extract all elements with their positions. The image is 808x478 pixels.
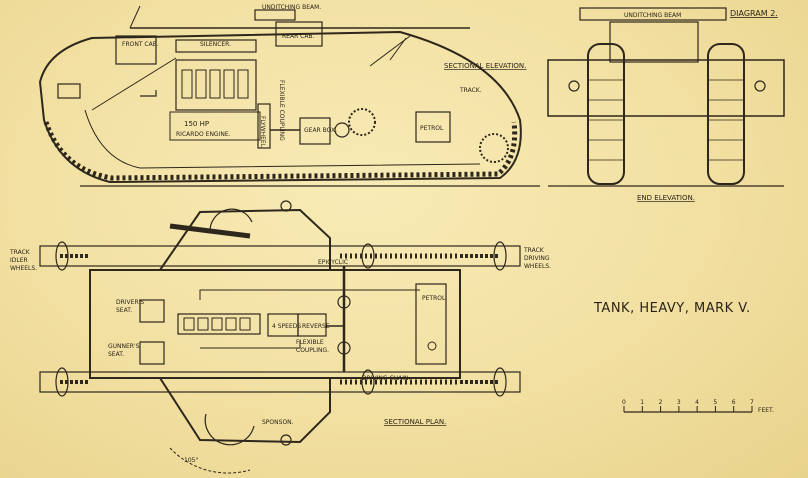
- label-rear-cab: REAR CAB.: [282, 33, 315, 40]
- label-flexible-coupling-vertical: FLEXIBLE COUPLING: [278, 80, 285, 141]
- label-sectional-elevation: SECTIONAL ELEVATION.: [444, 62, 526, 70]
- label-flexible-coupling-1: FLEXIBLE: [296, 339, 324, 346]
- lower-sponson: [158, 377, 331, 444]
- label-flexible-coupling-2: COUPLING.: [296, 347, 329, 354]
- hull-outline: [38, 30, 522, 184]
- scale-tick-label: 1: [640, 399, 644, 406]
- label-driving-chain: DRIVING CHAIN.: [362, 375, 411, 382]
- gunners-seat: [139, 341, 165, 365]
- plan-hull-body: [89, 269, 461, 379]
- label-ricardo-engine: RICARDO ENGINE.: [176, 131, 231, 138]
- front-cab: [115, 35, 157, 65]
- gear-wheel-large: [348, 108, 376, 136]
- plan-lower-track: [39, 371, 521, 393]
- label-drivers-seat-1: DRIVER'S: [116, 299, 144, 306]
- label-track: TRACK.: [459, 87, 482, 94]
- label-track-driving-2: DRIVING: [524, 255, 550, 262]
- end-hull-body: [547, 59, 785, 117]
- plan-petrol-tank: [415, 283, 447, 365]
- label-sponson: SPONSON.: [262, 419, 294, 426]
- label-gunners-seat-1: GUNNER'S: [108, 343, 140, 350]
- label-front-cab: FRONT CAB.: [122, 41, 159, 48]
- unditching-beam-block: [254, 9, 296, 21]
- end-elevation-view: UNDITCHING BEAM DIAGRAM 2. END ELEVATION…: [547, 7, 785, 202]
- scale-tick-label: 7: [750, 399, 754, 406]
- drawing-title: TANK, HEAVY, MARK V.: [593, 301, 751, 316]
- diagram-number: DIAGRAM 2.: [730, 9, 778, 18]
- label-track-idler-2: IDLER: [10, 257, 28, 264]
- plan-reverse-gear: [297, 313, 327, 337]
- front-idler: [57, 83, 81, 99]
- engine-base: [169, 111, 261, 141]
- gear-box: [299, 117, 331, 145]
- end-right-hatch: [754, 80, 766, 92]
- label-track-driving-3: WHEELS.: [524, 263, 551, 270]
- flywheel: [257, 103, 271, 149]
- label-end-unditching-beam: UNDITCHING BEAM: [624, 12, 681, 19]
- label-plan-petrol: PETROL: [422, 295, 446, 302]
- upper-sponson: [158, 208, 331, 271]
- silencer: [175, 39, 257, 53]
- track-teeth: [43, 121, 518, 181]
- label-gunners-seat-2: SEAT.: [108, 351, 124, 358]
- label-gear-box: GEAR BOX.: [304, 127, 337, 134]
- scale-bar: 0 1 2 3 4 5 6 7 FEET.: [622, 399, 774, 414]
- end-left-track: [587, 43, 625, 185]
- label-track-idler-3: WHEELS.: [10, 265, 37, 272]
- label-track-idler-1: TRACK: [9, 249, 31, 256]
- drivers-seat: [139, 299, 165, 323]
- label-epicyclic: EPICYCLIC: [318, 259, 348, 266]
- label-track-driving-1: TRACK: [523, 247, 545, 254]
- sectional-plan-view: TRACK IDLER WHEELS. EPICYCLIC TRACK DRIV…: [9, 200, 551, 474]
- label-end-elevation: END ELEVATION.: [637, 194, 695, 202]
- scale-tick-label: 4: [695, 399, 699, 406]
- label-unditching-beam: UNDITCHING BEAM.: [262, 4, 321, 11]
- inner-track-line: [84, 109, 481, 169]
- end-right-track: [707, 43, 745, 185]
- label-speeds: 4 SPEEDS: [272, 323, 301, 330]
- rear-cab: [275, 21, 323, 47]
- plan-engine: [177, 313, 261, 335]
- label-reverse: REVERSE: [302, 323, 330, 330]
- scale-tick-label: 6: [732, 399, 736, 406]
- label-drivers-seat-2: SEAT.: [116, 307, 132, 314]
- petrol-tank: [415, 111, 451, 143]
- scale-tick-label: 3: [677, 399, 681, 406]
- scale-unit-label: FEET.: [758, 407, 774, 414]
- end-unditching-beam: [579, 7, 727, 21]
- label-angle: 105°: [184, 457, 198, 464]
- label-silencer: SILENCER.: [200, 41, 231, 48]
- end-left-hatch: [568, 80, 580, 92]
- scale-tick-label: 0: [622, 399, 626, 406]
- drive-sprocket: [479, 133, 509, 163]
- label-flywheel: FLYWHEEL: [259, 116, 266, 148]
- scale-tick-label: 5: [713, 399, 717, 406]
- sectional-elevation-view: UNDITCHING BEAM. FRONT CAB. SILENCER. RE…: [38, 4, 540, 187]
- ricardo-engine-block: [175, 59, 257, 111]
- label-petrol-tank: PETROL: [420, 125, 444, 132]
- scale-tick-label: 2: [659, 399, 663, 406]
- plan-upper-track: [39, 245, 521, 267]
- label-sectional-plan: SECTIONAL PLAN.: [384, 418, 446, 426]
- gear-wheel-small: [334, 122, 350, 138]
- label-hp: 150 HP: [184, 120, 209, 128]
- end-cab: [609, 21, 699, 63]
